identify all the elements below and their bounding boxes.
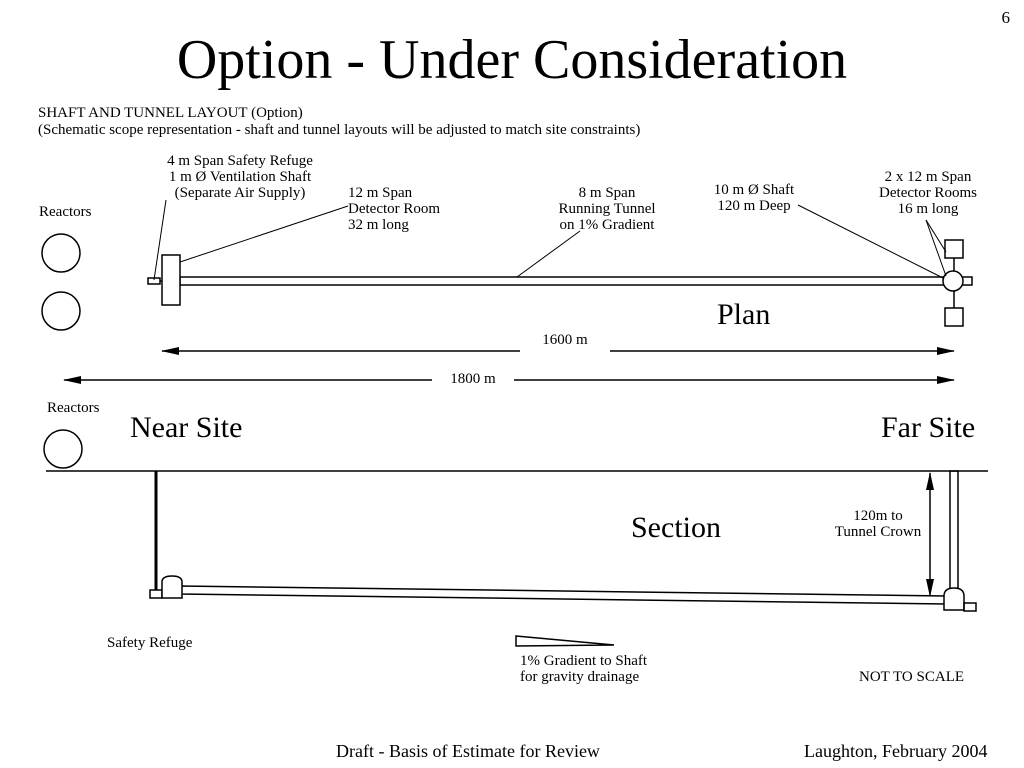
refuge-leader <box>153 199 167 281</box>
plan-label: Plan <box>717 298 771 331</box>
dim-1600-label: 1600 m <box>542 332 588 348</box>
far-site-label: Far Site <box>881 411 976 444</box>
dim-1800-label: 1800 m <box>450 371 496 387</box>
far-rooms-leader-top <box>925 219 947 253</box>
page-number: 6 <box>1001 8 1011 27</box>
refuge-label: 4 m Span Safety Refuge 1 m Ø Ventilation… <box>167 153 313 201</box>
reactor-circle <box>41 233 81 273</box>
shaft-label: 10 m Ø Shaft 120 m Deep <box>713 182 795 214</box>
plan-near-detector-room <box>161 254 181 306</box>
subtitle-line-1: SHAFT AND TUNNEL LAYOUT (Option) <box>38 105 303 121</box>
section-label: Section <box>631 511 721 544</box>
plan-far-shaft <box>942 270 964 292</box>
reactor-circle <box>41 291 81 331</box>
safety-refuge-label: Safety Refuge <box>107 635 193 651</box>
page-title: Option - Under Consideration <box>176 29 848 91</box>
depth-label: 120m to Tunnel Crown <box>834 508 922 540</box>
running-tunnel-label: 8 m Span Running Tunnel on 1% Gradient <box>558 185 656 233</box>
plan-reactors-label: Reactors <box>39 204 92 220</box>
section-running-tunnel <box>179 585 947 605</box>
section-near-stub <box>149 589 163 599</box>
running-tunnel-leader <box>516 230 581 278</box>
gradient-wedge <box>515 635 615 647</box>
far-rooms-label: 2 x 12 m Span Detector Rooms 16 m long <box>879 169 977 217</box>
subtitle-line-2: (Schematic scope representation - shaft … <box>38 122 641 138</box>
section-safety-refuge <box>161 575 183 599</box>
section-far-shaft <box>949 470 959 592</box>
gradient-label: 1% Gradient to Shaft for gravity drainag… <box>520 653 648 685</box>
footer-left: Draft - Basis of Estimate for Review <box>336 741 600 761</box>
footer-right: Laughton, February 2004 <box>804 741 988 761</box>
plan-far-room-top <box>944 239 964 259</box>
detector-room-leader <box>179 205 349 263</box>
section-far-stub <box>963 602 977 612</box>
near-site-label: Near Site <box>130 411 243 444</box>
section-reactors-label: Reactors <box>47 400 100 416</box>
not-to-scale-label: NOT TO SCALE <box>859 669 965 685</box>
shaft-leader <box>797 204 944 279</box>
plan-far-room-bottom <box>944 307 964 327</box>
far-rooms-leader-bottom <box>925 219 947 277</box>
section-reactor-circle <box>43 429 83 469</box>
detector-room-label: 12 m Span Detector Room 32 m long <box>348 185 441 233</box>
plan-running-tunnel <box>179 276 945 286</box>
section-far-chamber <box>943 587 965 611</box>
